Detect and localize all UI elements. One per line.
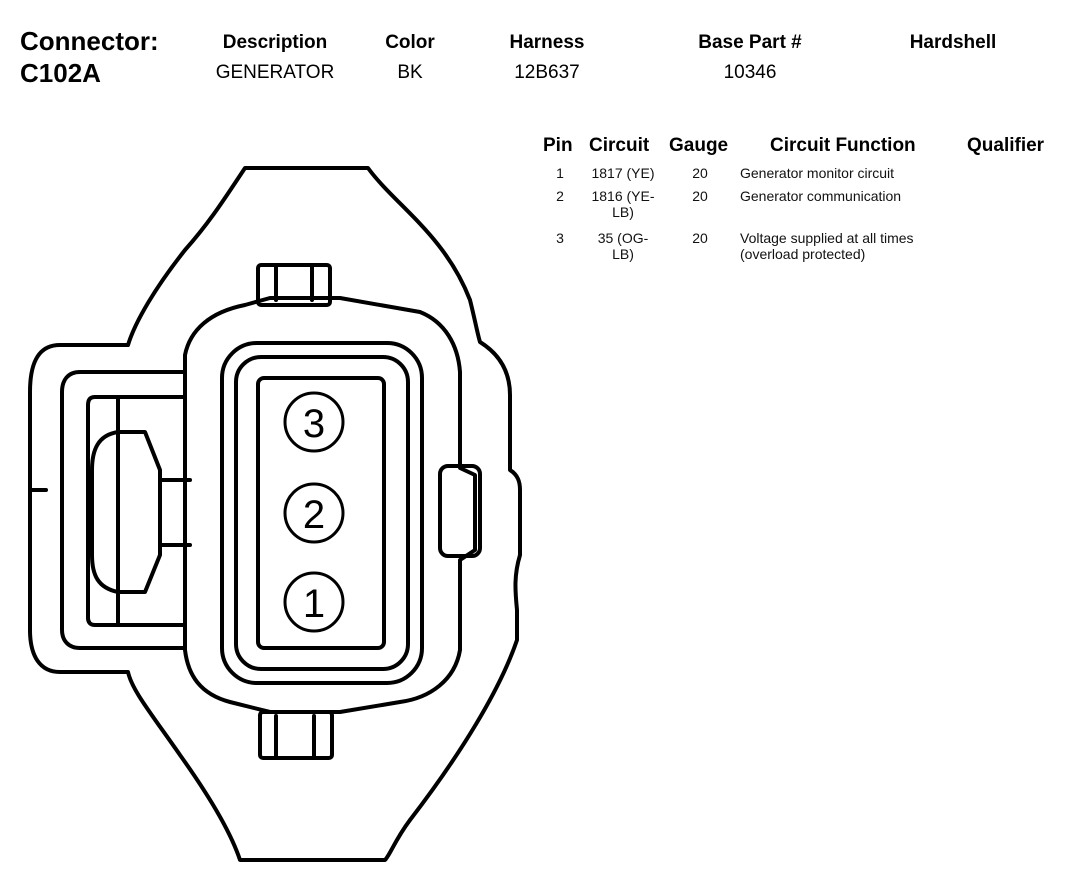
qualifier-column-header: Qualifier [967, 135, 1045, 156]
side-lock-frame [60, 370, 187, 650]
top-latch [256, 263, 332, 307]
circuit-cell: 35 (OG- LB) [597, 230, 649, 262]
base-part-header: Base Part # [698, 32, 802, 53]
pin-cavity-outer [220, 341, 424, 685]
gauge-column-header: Gauge [669, 135, 729, 156]
gauge-cell: 20 [692, 188, 708, 204]
pin-3-label: 3 [303, 402, 325, 446]
pin-block [256, 376, 386, 650]
housing-outline [28, 166, 522, 862]
color-header: Color [385, 32, 435, 53]
connector-label: Connector: [20, 26, 159, 56]
connector-id: C102A [20, 58, 101, 88]
pin-cell: 1 [556, 165, 564, 181]
description-header: Description [222, 32, 328, 53]
gauge-cell: 20 [692, 230, 708, 246]
bottom-latch [258, 710, 334, 760]
color-value: BK [397, 62, 423, 83]
circuit-cell: 1817 (YE) [591, 165, 655, 181]
pin-1-circle [283, 571, 345, 633]
pin-3-circle [283, 391, 345, 453]
pin-cell: 2 [556, 188, 564, 204]
base-part-value: 10346 [723, 62, 777, 83]
pin-cell: 3 [556, 230, 564, 246]
pin-1-label: 1 [303, 582, 325, 626]
pin-2-label: 2 [303, 493, 325, 537]
hardshell-header: Hardshell [909, 32, 997, 53]
pin-cavity-inner [234, 355, 410, 671]
function-column-header: Circuit Function [770, 135, 916, 156]
pin-2-circle [283, 482, 345, 544]
inner-surround [183, 296, 477, 714]
harness-header: Harness [509, 32, 585, 53]
function-cell: Voltage supplied at all times (overload … [740, 230, 914, 262]
pin-column-header: Pin [543, 135, 573, 156]
gauge-cell: 20 [692, 165, 708, 181]
description-value: GENERATOR [215, 62, 335, 83]
circuit-column-header: Circuit [589, 135, 650, 156]
lock-lever [116, 430, 162, 594]
right-key [438, 464, 482, 558]
function-cell: Generator communication [740, 188, 902, 204]
harness-value: 12B637 [514, 62, 580, 83]
function-cell: Generator monitor circuit [740, 165, 895, 181]
circuit-cell: 1816 (YE- LB) [591, 188, 655, 220]
